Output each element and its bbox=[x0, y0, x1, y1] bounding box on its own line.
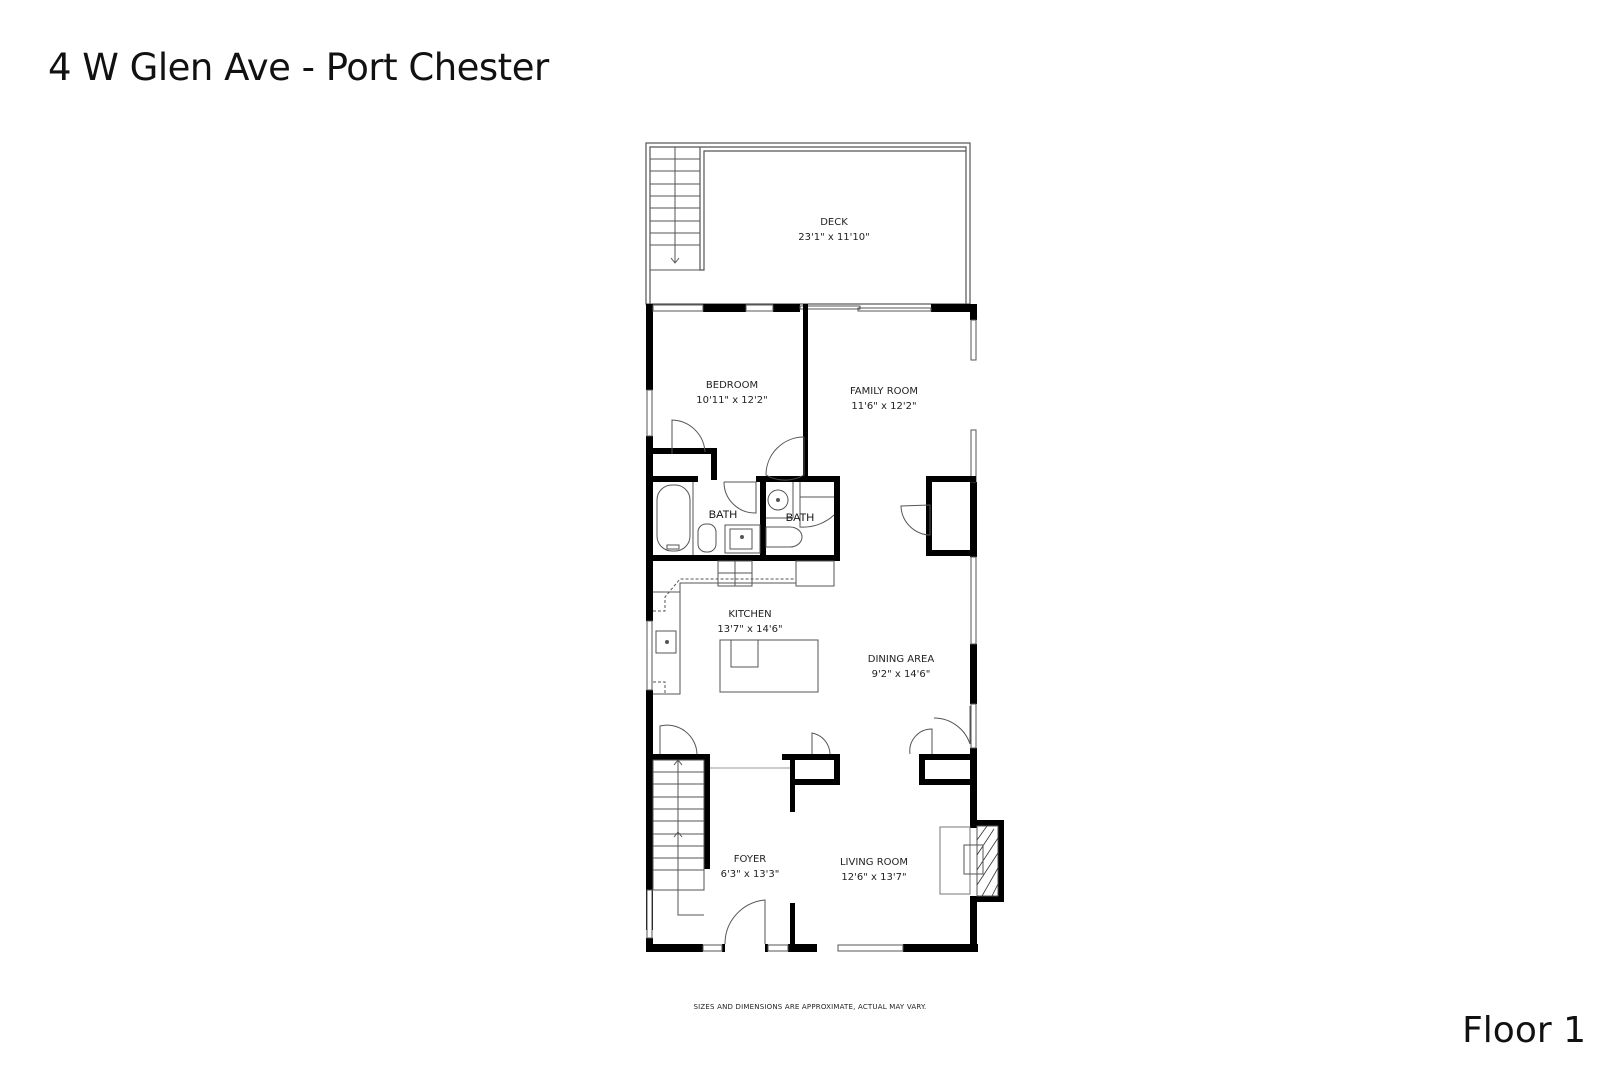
deck-name: DECK bbox=[820, 217, 848, 228]
bedroom-dims: 10'11" x 12'2" bbox=[696, 395, 768, 406]
deck-area bbox=[645, 142, 971, 305]
dining-area-name: DINING AREA bbox=[868, 654, 935, 665]
sliding-door bbox=[799, 305, 932, 312]
door-swings bbox=[659, 419, 971, 945]
family-room-dims: 11'6" x 12'2" bbox=[851, 401, 916, 412]
disclaimer-text: SIZES AND DIMENSIONS ARE APPROXIMATE, AC… bbox=[693, 1003, 927, 1011]
room-labels: DECK 23'1" x 11'10" BEDROOM 10'11" x 12'… bbox=[696, 217, 934, 883]
dining-area-dims: 9'2" x 14'6" bbox=[872, 669, 931, 680]
floor-label: Floor 1 bbox=[1462, 1010, 1586, 1051]
family-room-name: FAMILY ROOM bbox=[850, 386, 918, 397]
kitchen-dims: 13'7" x 14'6" bbox=[717, 624, 782, 635]
fireplace bbox=[939, 825, 999, 897]
living-room-name: LIVING ROOM bbox=[840, 857, 908, 868]
deck-dims: 23'1" x 11'10" bbox=[798, 232, 870, 243]
windows bbox=[646, 304, 977, 952]
deck-stairs bbox=[649, 146, 701, 271]
page-title: 4 W Glen Ave - Port Chester bbox=[48, 46, 549, 89]
foyer-name: FOYER bbox=[734, 854, 767, 865]
foyer-stairs bbox=[652, 759, 790, 916]
exterior-walls bbox=[646, 304, 978, 952]
bath-fixtures bbox=[656, 481, 835, 555]
living-room-dims: 12'6" x 13'7" bbox=[841, 872, 906, 883]
bath-1-name: BATH bbox=[709, 509, 738, 521]
kitchen-fixtures bbox=[653, 560, 835, 695]
kitchen-name: KITCHEN bbox=[728, 609, 771, 620]
foyer-dims: 6'3" x 13'3" bbox=[721, 869, 780, 880]
bath-2-name: BATH bbox=[786, 512, 815, 524]
interior-walls bbox=[646, 304, 1004, 949]
bedroom-name: BEDROOM bbox=[706, 380, 758, 391]
